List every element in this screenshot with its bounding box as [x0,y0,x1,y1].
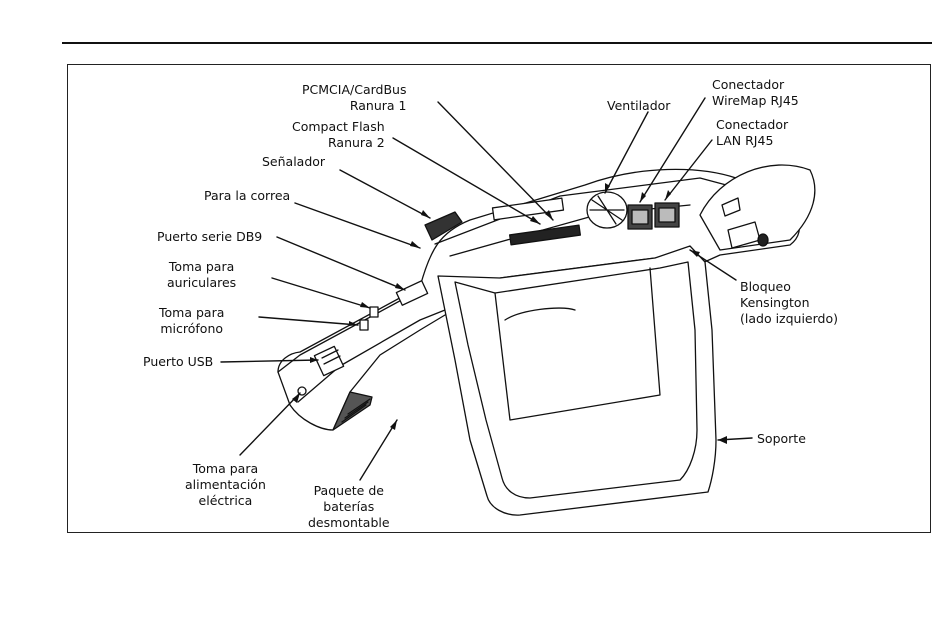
headphone-jack [369,306,379,318]
db9-port [395,280,429,306]
pcmcia-slot [491,197,565,221]
arrow-heads [292,183,727,444]
label-puerto-serie: Puerto serie DB9 [157,229,263,244]
figure-frame [67,64,931,533]
label-ventilador: Ventilador [607,98,671,113]
label-senalador: Señalador [262,154,326,169]
senalador-knob [424,211,463,241]
label-para-correa: Para la correa [204,188,291,203]
stand [437,245,717,516]
mic-jack [359,319,369,331]
kensington-inset [699,164,816,251]
leader-lines [220,97,753,481]
label-puerto-usb: Puerto USB [143,354,214,369]
cf-slot [508,224,582,246]
label-soporte: Soporte [757,431,806,446]
side-edge [277,289,421,373]
header-rule [62,42,932,44]
